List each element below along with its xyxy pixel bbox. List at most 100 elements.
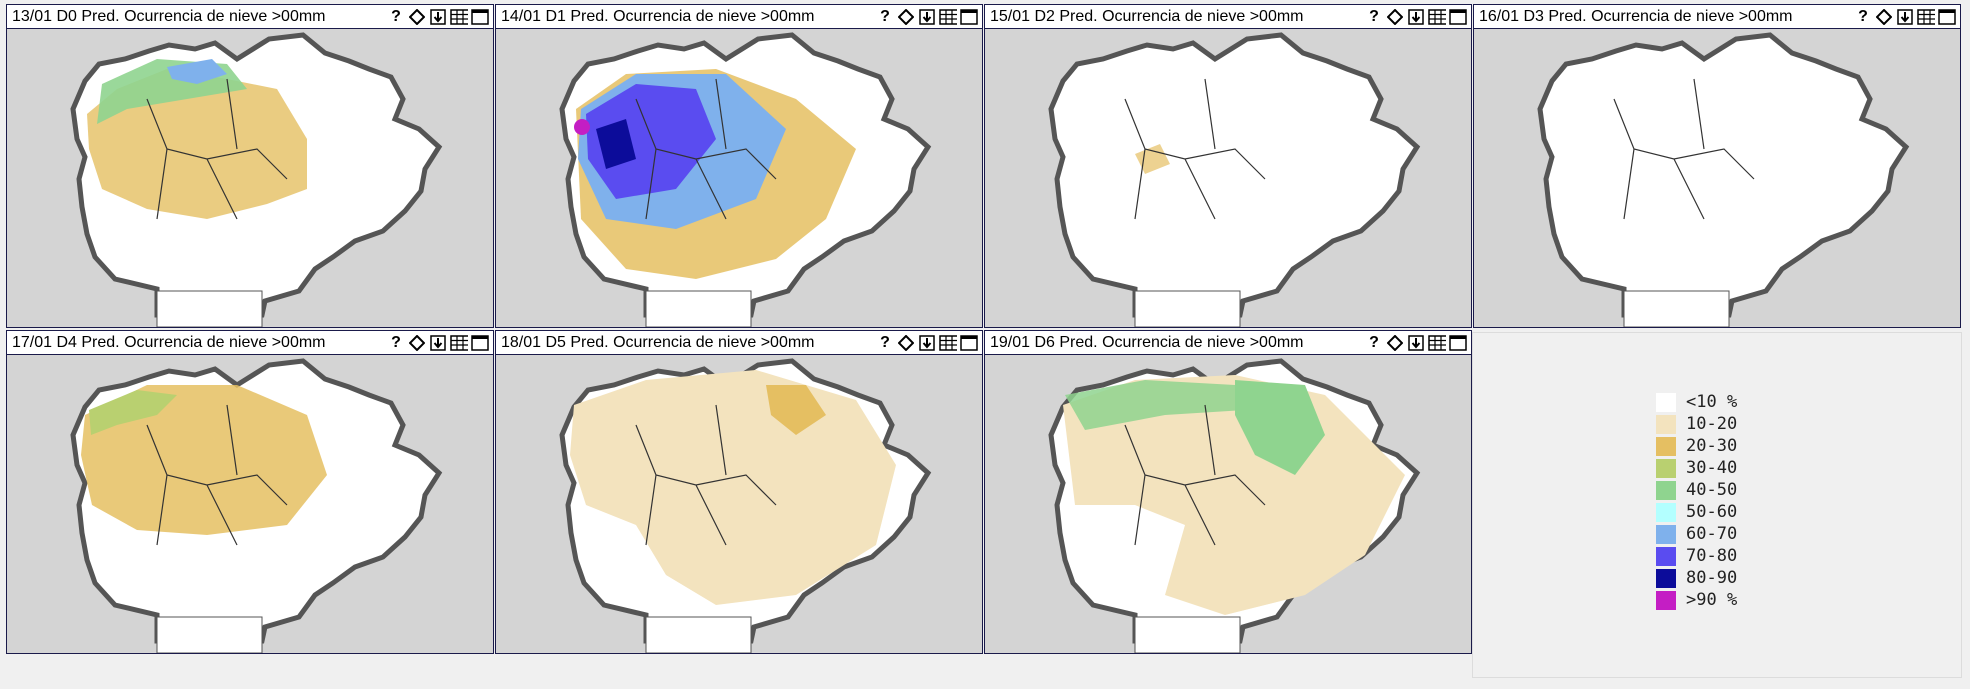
province-borders — [146, 404, 288, 546]
legend-item: 40-50 — [1656, 479, 1737, 501]
legend-label: <10 % — [1686, 392, 1738, 412]
province-borders — [1124, 404, 1266, 546]
table-icon[interactable] — [1428, 334, 1446, 352]
pan-icon[interactable] — [408, 8, 426, 26]
help-icon[interactable]: ? — [1369, 7, 1379, 25]
map-shape — [1048, 32, 1421, 318]
map-view[interactable] — [7, 355, 493, 653]
table-icon[interactable] — [1428, 8, 1446, 26]
panel-title: 14/01 D1 Pred. Ocurrencia de nieve >00mm — [501, 7, 815, 25]
map-shape — [1537, 32, 1910, 318]
map-view[interactable] — [496, 29, 982, 327]
help-icon[interactable]: ? — [391, 333, 401, 351]
map-panel-d5: 18/01 D5 Pred. Ocurrencia de nieve >00mm… — [495, 330, 983, 654]
maximize-icon[interactable] — [960, 334, 978, 352]
legend-label: 70-80 — [1686, 546, 1738, 566]
legend-label: 10-20 — [1686, 414, 1738, 434]
download-icon[interactable] — [429, 334, 447, 352]
map-inset-box — [156, 616, 263, 653]
map-view[interactable] — [985, 29, 1471, 327]
snow-area-mid — [766, 385, 826, 435]
legend-item: 80-90 — [1656, 567, 1737, 589]
legend-label: >90 % — [1686, 590, 1738, 610]
map-inset-box — [156, 290, 263, 327]
legend-swatch — [1656, 436, 1676, 456]
help-icon[interactable]: ? — [1858, 7, 1868, 25]
panel-titlebar: 19/01 D6 Pred. Ocurrencia de nieve >00mm… — [985, 331, 1471, 355]
legend-swatch — [1656, 480, 1676, 500]
map-view[interactable] — [496, 355, 982, 653]
panel-toolbar: ? — [1854, 8, 1956, 26]
map-view[interactable] — [985, 355, 1471, 653]
legend-item: 50-60 — [1656, 501, 1737, 523]
legend-swatch — [1656, 546, 1676, 566]
table-icon[interactable] — [1917, 8, 1935, 26]
map-view[interactable] — [1474, 29, 1960, 327]
help-icon[interactable]: ? — [391, 7, 401, 25]
pan-icon[interactable] — [1386, 334, 1404, 352]
panel-title: 19/01 D6 Pred. Ocurrencia de nieve >00mm — [990, 333, 1304, 351]
panel-titlebar: 17/01 D4 Pred. Ocurrencia de nieve >00mm… — [7, 331, 493, 355]
province-borders — [1613, 78, 1755, 220]
panel-toolbar: ? — [876, 8, 978, 26]
help-icon[interactable]: ? — [880, 7, 890, 25]
pan-icon[interactable] — [408, 334, 426, 352]
map-panel-d1: 14/01 D1 Pred. Ocurrencia de nieve >00mm… — [495, 4, 983, 328]
table-icon[interactable] — [939, 334, 957, 352]
legend-swatch — [1656, 502, 1676, 522]
panel-title: 18/01 D5 Pred. Ocurrencia de nieve >00mm — [501, 333, 815, 351]
map-panel-d0: 13/01 D0 Pred. Ocurrencia de nieve >00mm… — [6, 4, 494, 328]
panel-title: 16/01 D3 Pred. Ocurrencia de nieve >00mm — [1479, 7, 1793, 25]
province-borders — [146, 78, 288, 220]
maximize-icon[interactable] — [1449, 8, 1467, 26]
snow-area-high — [89, 390, 177, 435]
panel-titlebar: 18/01 D5 Pred. Ocurrencia de nieve >00mm… — [496, 331, 982, 355]
snow-area-peak — [167, 59, 227, 84]
help-icon[interactable]: ? — [880, 333, 890, 351]
snow-max-spot — [574, 119, 590, 135]
legend-label: 30-40 — [1686, 458, 1738, 478]
map-panel-d2: 15/01 D2 Pred. Ocurrencia de nieve >00mm… — [984, 4, 1472, 328]
pan-icon[interactable] — [1875, 8, 1893, 26]
pan-icon[interactable] — [897, 334, 915, 352]
panel-toolbar: ? — [876, 334, 978, 352]
map-inset-box — [645, 616, 752, 653]
panel-toolbar: ? — [387, 8, 489, 26]
map-inset-box — [1134, 616, 1241, 653]
legend-item: 20-30 — [1656, 435, 1737, 457]
legend-swatch — [1656, 414, 1676, 434]
snow-area-mid — [1065, 380, 1245, 430]
download-icon[interactable] — [918, 8, 936, 26]
pan-icon[interactable] — [1386, 8, 1404, 26]
snow-area-peak — [596, 119, 636, 169]
province-borders — [635, 404, 777, 546]
panel-toolbar: ? — [1365, 8, 1467, 26]
maximize-icon[interactable] — [471, 8, 489, 26]
map-view[interactable] — [7, 29, 493, 327]
legend-item: 70-80 — [1656, 545, 1737, 567]
maximize-icon[interactable] — [1449, 334, 1467, 352]
table-icon[interactable] — [939, 8, 957, 26]
legend-swatch — [1656, 524, 1676, 544]
maximize-icon[interactable] — [471, 334, 489, 352]
download-icon[interactable] — [1896, 8, 1914, 26]
help-icon[interactable]: ? — [1369, 333, 1379, 351]
legend-item: 10-20 — [1656, 413, 1737, 435]
table-icon[interactable] — [450, 334, 468, 352]
snow-area-high — [586, 84, 716, 199]
download-icon[interactable] — [1407, 334, 1425, 352]
table-icon[interactable] — [450, 8, 468, 26]
download-icon[interactable] — [429, 8, 447, 26]
maximize-icon[interactable] — [960, 8, 978, 26]
snow-area-light — [81, 385, 327, 535]
maximize-icon[interactable] — [1938, 8, 1956, 26]
legend-label: 60-70 — [1686, 524, 1738, 544]
download-icon[interactable] — [1407, 8, 1425, 26]
pan-icon[interactable] — [897, 8, 915, 26]
snow-area-light — [1135, 144, 1170, 174]
download-icon[interactable] — [918, 334, 936, 352]
legend-label: 50-60 — [1686, 502, 1738, 522]
legend-swatch — [1656, 458, 1676, 478]
